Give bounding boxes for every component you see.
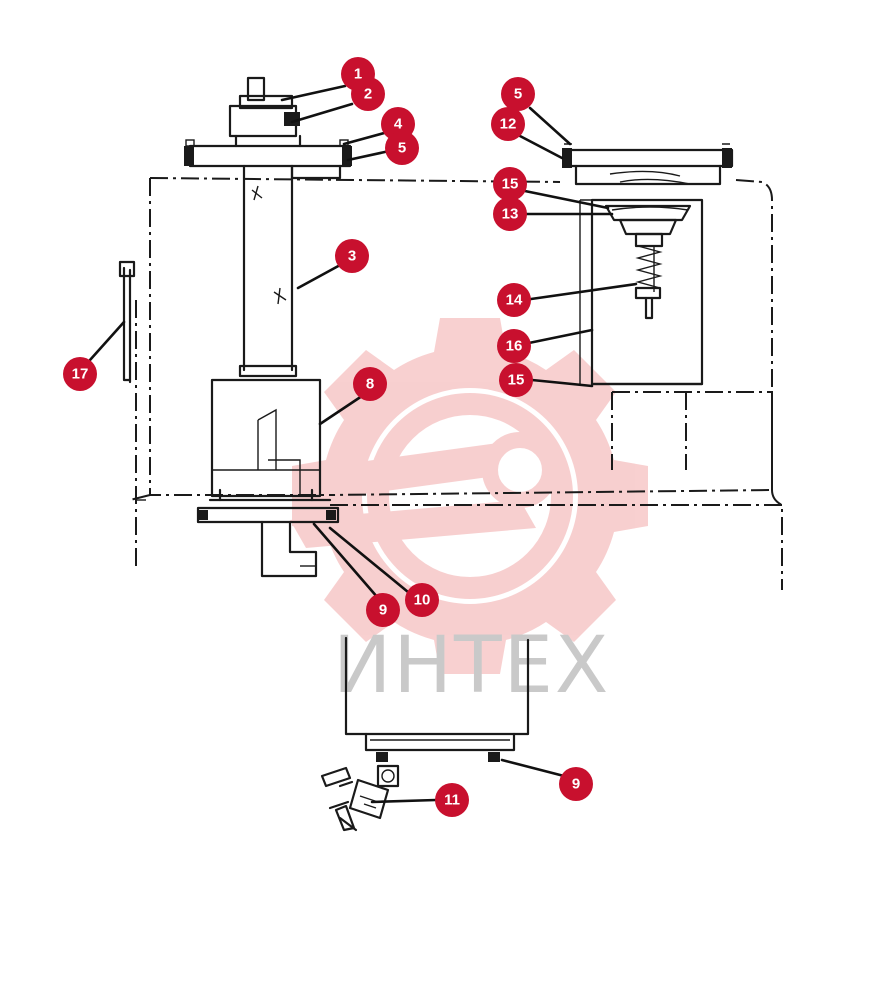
callout-5-left: 5 (385, 131, 419, 165)
callout-17: 17 (63, 357, 97, 391)
callout-9-left-label: 9 (379, 602, 387, 619)
drain-valve (320, 764, 400, 832)
callout-13-label: 13 (502, 206, 519, 223)
callout-8-label: 8 (366, 376, 374, 393)
callout-8: 8 (353, 367, 387, 401)
callout-9-right: 9 (559, 767, 593, 801)
callout-14-label: 14 (506, 292, 523, 309)
gear-wrench-logo-icon (290, 318, 648, 674)
left-column (238, 164, 298, 378)
callout-4-label: 4 (394, 116, 403, 133)
callout-10: 10 (405, 583, 439, 617)
left-lower-flange (196, 498, 340, 578)
machine-drawing (118, 76, 783, 832)
callout-5-right-label: 5 (514, 86, 522, 103)
callout-12: 12 (491, 107, 525, 141)
right-chamber (579, 198, 704, 386)
callout-2-label: 2 (364, 86, 372, 103)
callout-15-top: 15 (493, 167, 527, 201)
left-upper-flange (184, 134, 352, 180)
callout-11: 11 (435, 783, 469, 817)
callout-11-label: 11 (444, 792, 460, 809)
callout-5-left-label: 5 (398, 140, 406, 157)
callout-3: 3 (335, 239, 369, 273)
callout-14: 14 (497, 283, 531, 317)
callout-16: 16 (497, 329, 531, 363)
side-lever (118, 260, 136, 384)
callout-17-label: 17 (72, 366, 89, 383)
callout-15-bottom: 15 (499, 363, 533, 397)
right-upper-flange (562, 143, 734, 186)
callout-9-left: 9 (366, 593, 400, 627)
spring-valve (634, 232, 664, 320)
callout-2: 2 (351, 77, 385, 111)
callout-16-label: 16 (506, 338, 523, 355)
callout-15-bottom-label: 15 (508, 372, 525, 389)
watermark-text: ИНТЕХ (333, 621, 610, 711)
left-cylinder (210, 378, 322, 502)
callout-15-top-label: 15 (502, 176, 519, 193)
callout-5-right: 5 (501, 77, 535, 111)
callouts: 1 2 4 5 3 5 12 15 13 14 16 15 17 8 9 10 … (63, 57, 593, 817)
callout-1-label: 1 (354, 66, 362, 83)
leader-lines (88, 84, 638, 804)
callout-9-right-label: 9 (572, 776, 580, 793)
callout-3-label: 3 (348, 248, 356, 265)
callout-13: 13 (493, 197, 527, 231)
top-valve-head (228, 76, 300, 138)
watermark: ИНТЕХ (290, 318, 648, 711)
callout-12-label: 12 (500, 116, 517, 133)
bottom-tank (344, 636, 530, 762)
callout-10-label: 10 (414, 592, 431, 609)
